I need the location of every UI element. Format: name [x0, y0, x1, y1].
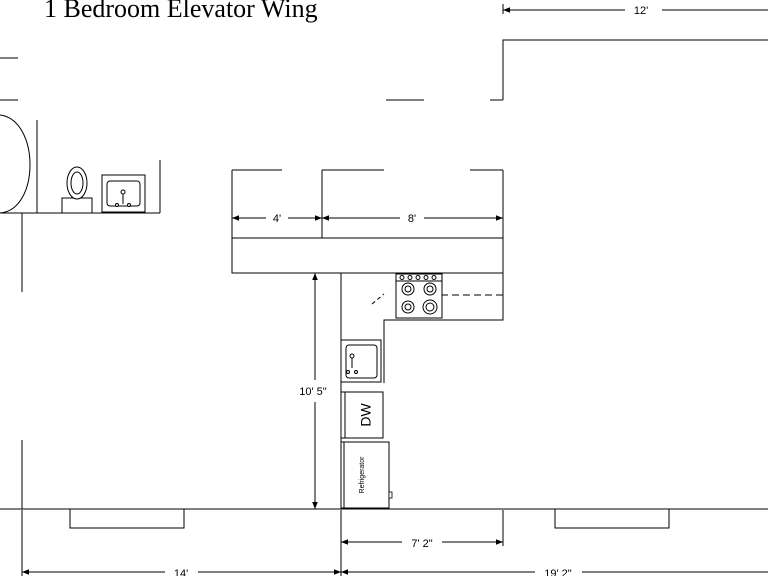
- toilet-icon: [61, 166, 93, 214]
- kitchen-sink-icon: [340, 339, 382, 383]
- dim-bottom-right: 19' 2": [544, 568, 572, 576]
- dim-kitchen-width: 7' 2": [411, 538, 432, 550]
- refrigerator-icon: Refrigerator: [340, 441, 393, 509]
- dim-upper-left: 4': [273, 213, 281, 225]
- walls: [0, 39, 768, 529]
- stove-icon: [395, 273, 443, 319]
- dishwasher-label: DW: [358, 403, 374, 427]
- dim-upper-right: 8': [408, 213, 416, 225]
- dim-top-width: 12': [634, 5, 648, 17]
- dishwasher-icon: DW: [340, 391, 384, 439]
- dim-bottom-left: 14': [174, 568, 188, 576]
- dimension-lines: [21, 4, 768, 576]
- refrigerator-label: Refrigerator: [359, 456, 366, 494]
- plan-title: 1 Bedroom Elevator Wing: [44, 0, 318, 23]
- dim-vertical: 10' 5": [299, 386, 327, 398]
- bathroom-sink-icon: [101, 174, 146, 213]
